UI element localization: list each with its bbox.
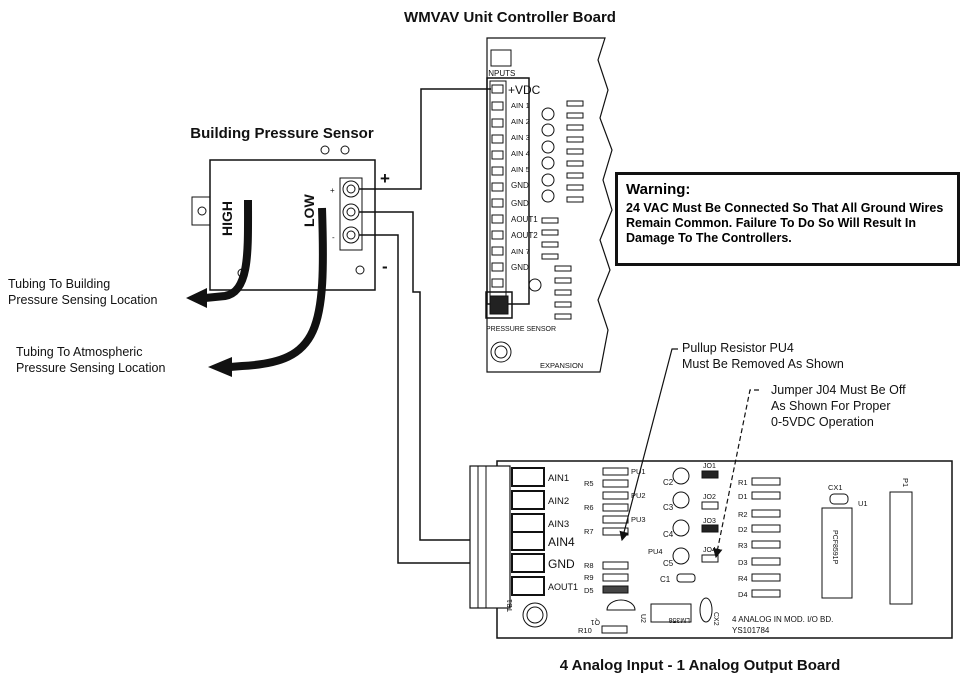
ain7-label: AIN 7: [511, 247, 530, 256]
controller-terminals: [491, 84, 504, 288]
minus-label: -: [382, 257, 388, 276]
pu4-label: PU4: [648, 547, 663, 556]
d3-label: D3: [738, 558, 748, 567]
aout2-label: AOUT2: [511, 231, 538, 240]
io-ain3-label: AIN3: [548, 519, 569, 530]
callout-leaders: [619, 348, 759, 559]
c3-label: C3: [663, 503, 674, 512]
io-ain2-label: AIN2: [548, 496, 569, 507]
controller-title: WMVAV Unit Controller Board: [404, 9, 616, 26]
io-board: AIN1 AIN2 AIN3 AIN4 GND AOUT1 TB1 PU1 PU…: [469, 460, 953, 639]
warning-body: 24 VAC Must Be Connected So That All Gro…: [626, 201, 944, 245]
c4-label: C4: [663, 530, 674, 539]
controller-components: [485, 100, 584, 363]
jumper-callout-line1: Jumper J04 Must Be Off: [771, 383, 906, 397]
r5-label: R5: [584, 479, 594, 488]
ain3-label: AIN 3: [511, 133, 530, 142]
jo2-label: JO2: [703, 494, 716, 501]
r1-label: R1: [738, 478, 748, 487]
r7-label: R7: [584, 527, 594, 536]
c5-label: C5: [663, 559, 674, 568]
warning-title: Warning:: [626, 181, 691, 198]
board-name-label: 4 ANALOG IN MOD. I/O BD.: [732, 615, 833, 624]
tubing-high: [186, 199, 253, 308]
jo1-label: JO1: [703, 463, 716, 470]
tubing-building-line2: Pressure Sensing Location: [8, 293, 157, 307]
u1-label: U1: [858, 499, 868, 508]
io-board-title: 4 Analog Input - 1 Analog Output Board: [560, 657, 841, 674]
jo3-label: JO3: [703, 518, 716, 525]
ain5-label: AIN 5: [511, 165, 530, 174]
lm-label: LM358: [668, 616, 690, 623]
d1-label: D1: [738, 492, 748, 501]
term-plus-label: +: [330, 186, 335, 195]
q1-label: Q1: [591, 618, 600, 625]
pcf-label: PCF8591P: [831, 530, 838, 565]
jumper-callout-line2: As Shown For Proper: [771, 399, 891, 413]
jumper-callout-line3: 0-5VDC Operation: [771, 415, 874, 429]
pressure-sensor: HIGH LOW + -: [191, 145, 376, 291]
c2-label: C2: [663, 478, 674, 487]
d5-label: D5: [584, 586, 594, 595]
pu1-label: PU1: [631, 467, 646, 476]
resistor-array: [601, 467, 913, 634]
tb1-label: TB1: [507, 599, 514, 612]
expansion-label: EXPANSION: [540, 361, 583, 370]
io-aout1-label: AOUT1: [548, 582, 578, 592]
ain4-label: AIN 4: [511, 149, 530, 158]
u2-label: U2: [639, 614, 646, 623]
inputs-label: INPUTS: [486, 69, 515, 78]
term-minus-label: -: [332, 233, 335, 242]
wires: [359, 88, 514, 564]
tubing-atmos-line2: Pressure Sensing Location: [16, 361, 165, 375]
high-label: HIGH: [219, 201, 235, 236]
d2-label: D2: [738, 525, 748, 534]
p1-label: P1: [901, 478, 910, 487]
c1-label: C1: [660, 575, 671, 584]
tubing-low: [208, 207, 327, 377]
aout1-label: AOUT1: [511, 215, 538, 224]
plus-label: +: [380, 169, 390, 188]
low-label: LOW: [301, 194, 317, 227]
tubing-atmos-line1: Tubing To Atmospheric: [16, 345, 142, 359]
r2-label: R2: [738, 510, 748, 519]
r4-label: R4: [738, 574, 748, 583]
r9-label: R9: [584, 573, 594, 582]
tubing-building-line1: Tubing To Building: [8, 277, 110, 291]
gnd2-label: GND: [511, 199, 529, 208]
warning-box: Warning: 24 VAC Must Be Connected So Tha…: [615, 172, 960, 266]
r8-label: R8: [584, 561, 594, 570]
gnd3-label: GND: [511, 263, 529, 272]
r6-label: R6: [584, 503, 594, 512]
jo4-label: JO4: [703, 547, 716, 554]
controller-board: INPUTS +VDC AIN 1 AIN 2 AIN 3 AIN 4 AIN …: [485, 37, 613, 373]
io-gnd-label: GND: [548, 557, 575, 571]
io-ain4-label: AIN4: [548, 535, 575, 549]
pressure-sensor-label: PRESSURE SENSOR: [486, 326, 556, 333]
pullup-callout-line1: Pullup Resistor PU4: [682, 341, 794, 355]
cx1-label: CX1: [828, 483, 843, 492]
sensor-title: Building Pressure Sensor: [190, 125, 374, 142]
pu2-label: PU2: [631, 491, 646, 500]
pu3-label: PU3: [631, 515, 646, 524]
vdc-label: +VDC: [508, 83, 541, 97]
r10-label: R10: [578, 626, 592, 635]
pullup-callout-line2: Must Be Removed As Shown: [682, 357, 844, 371]
gnd1-label: GND: [511, 181, 529, 190]
board-id-label: YS101784: [732, 626, 770, 635]
d4-label: D4: [738, 590, 748, 599]
ain2-label: AIN 2: [511, 117, 530, 126]
cx2-label: CX2: [712, 612, 719, 626]
r3-label: R3: [738, 541, 748, 550]
io-ain1-label: AIN1: [548, 473, 569, 484]
ain1-label: AIN 1: [511, 101, 530, 110]
